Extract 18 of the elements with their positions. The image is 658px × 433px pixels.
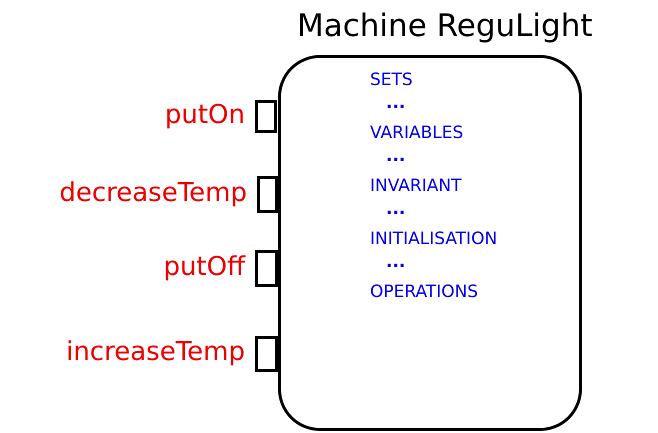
section-keyword: OPERATIONS xyxy=(370,282,478,302)
section-keyword: INITIALISATION xyxy=(370,229,498,249)
ellipsis: ... xyxy=(386,146,406,166)
section-keyword: VARIABLES xyxy=(370,123,464,143)
port-box xyxy=(255,336,278,372)
ellipsis: ... xyxy=(386,198,406,218)
section-keyword: INVARIANT xyxy=(370,176,462,196)
port-box xyxy=(255,100,277,133)
port-label: putOn xyxy=(164,100,245,130)
section-keyword: SETS xyxy=(370,70,413,90)
port-label: decreaseTemp xyxy=(59,178,247,208)
port-label: increaseTemp xyxy=(66,337,245,367)
port-box xyxy=(257,176,278,213)
port-label: putOff xyxy=(163,252,245,282)
ellipsis: ... xyxy=(386,92,406,112)
machine-title: Machine ReguLight xyxy=(297,8,593,44)
port-box xyxy=(255,250,278,287)
ellipsis: ... xyxy=(386,252,406,272)
